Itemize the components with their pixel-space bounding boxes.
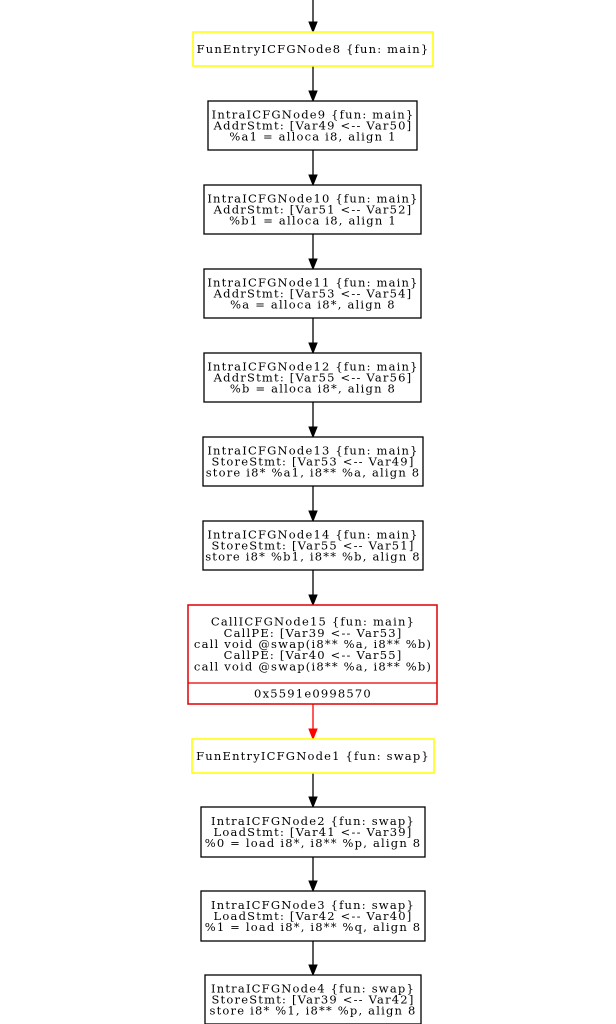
node-text-line: CallICFGNode15 {fun: main} bbox=[211, 615, 415, 629]
node-text-line: store i8* %1, i8** %p, align 8 bbox=[209, 1004, 416, 1018]
edge-9 bbox=[308, 773, 318, 809]
node-text-line: %1 = load i8*, i8** %q, align 8 bbox=[205, 920, 422, 934]
node-box bbox=[203, 268, 422, 319]
entry-node-8[interactable]: FunEntryICFGNode1 {fun: swap} bbox=[191, 738, 435, 774]
arrowhead-icon bbox=[308, 174, 318, 187]
node-text-line: store i8* %b1, i8** %b, align 8 bbox=[205, 550, 421, 564]
node-text-line: AddrStmt: [Var53 <-- Var54] bbox=[213, 287, 413, 301]
node-text-line: IntraICFGNode13 {fun: main} bbox=[207, 443, 418, 457]
node-box bbox=[203, 184, 422, 235]
call-node-7[interactable]: CallICFGNode15 {fun: main}CallPE: [Var39… bbox=[187, 604, 438, 705]
node-text-line: StoreStmt: [Var53 <-- Var49] bbox=[211, 455, 414, 469]
node-box bbox=[200, 806, 426, 858]
node-box bbox=[187, 604, 438, 705]
edge-2 bbox=[308, 150, 318, 187]
edge-4 bbox=[308, 318, 318, 355]
node-box bbox=[202, 520, 424, 571]
arrowhead-icon bbox=[308, 728, 318, 741]
node-text-line: StoreStmt: [Var39 <-- Var42] bbox=[211, 993, 414, 1007]
intra-node-11[interactable]: IntraICFGNode4 {fun: swap}StoreStmt: [Va… bbox=[204, 974, 422, 1024]
node-text-line: IntraICFGNode2 {fun: swap} bbox=[211, 814, 415, 828]
intra-node-3[interactable]: IntraICFGNode11 {fun: main}AddrStmt: [Va… bbox=[203, 268, 422, 319]
node-text-line: AddrStmt: [Var49 <-- Var50] bbox=[213, 119, 413, 133]
arrowhead-icon bbox=[308, 342, 318, 355]
node-text-line: CallPE: [Var39 <-- Var53] bbox=[224, 626, 403, 640]
arrowhead-icon bbox=[308, 964, 318, 977]
edge-11 bbox=[308, 941, 318, 977]
edge-3 bbox=[308, 234, 318, 271]
intra-node-6[interactable]: IntraICFGNode14 {fun: main}StoreStmt: [V… bbox=[202, 520, 424, 571]
node-text-line: %a = alloca i8*, align 8 bbox=[230, 298, 396, 312]
node-text-line: IntraICFGNode4 {fun: swap} bbox=[211, 981, 415, 995]
intra-node-4[interactable]: IntraICFGNode12 {fun: main}AddrStmt: [Va… bbox=[203, 352, 422, 403]
arrowhead-icon bbox=[308, 510, 318, 523]
node-text-line: AddrStmt: [Var55 <-- Var56] bbox=[213, 371, 413, 385]
node-box bbox=[203, 352, 422, 403]
edge-0 bbox=[308, 0, 318, 34]
arrowhead-icon bbox=[308, 90, 318, 103]
intra-node-1[interactable]: IntraICFGNode9 {fun: main}AddrStmt: [Var… bbox=[207, 100, 418, 151]
node-text-line: LoadStmt: [Var42 <-- Var40] bbox=[214, 909, 413, 923]
edge-10 bbox=[308, 857, 318, 893]
node-text-line: IntraICFGNode9 {fun: main} bbox=[212, 107, 415, 121]
intra-node-5[interactable]: IntraICFGNode13 {fun: main}StoreStmt: [V… bbox=[202, 436, 424, 487]
node-address-label: 0x5591e0998570 bbox=[254, 687, 372, 701]
node-box bbox=[191, 738, 435, 774]
arrowhead-icon bbox=[308, 426, 318, 439]
node-text-line: FunEntryICFGNode1 {fun: swap} bbox=[196, 749, 430, 763]
node-text-line: FunEntryICFGNode8 {fun: main} bbox=[197, 42, 430, 56]
node-text-line: AddrStmt: [Var51 <-- Var52] bbox=[213, 203, 413, 217]
node-box bbox=[204, 974, 422, 1024]
arrowhead-icon bbox=[308, 594, 318, 607]
node-text-line: %a1 = alloca i8, align 1 bbox=[229, 130, 396, 144]
arrowhead-icon bbox=[308, 21, 318, 34]
node-text-line: CallPE: [Var40 <-- Var55] bbox=[224, 648, 403, 662]
intra-node-10[interactable]: IntraICFGNode3 {fun: swap}LoadStmt: [Var… bbox=[200, 890, 426, 942]
edge-8 bbox=[308, 704, 318, 741]
node-text-line: IntraICFGNode12 {fun: main} bbox=[207, 359, 418, 373]
edge-6 bbox=[308, 486, 318, 523]
entry-node-0[interactable]: FunEntryICFGNode8 {fun: main} bbox=[192, 31, 434, 67]
arrowhead-icon bbox=[308, 880, 318, 893]
node-text-line: call void @swap(i8** %a, i8** %b) bbox=[194, 637, 432, 651]
node-text-line: IntraICFGNode3 {fun: swap} bbox=[211, 898, 415, 912]
node-text-line: LoadStmt: [Var41 <-- Var39] bbox=[214, 825, 413, 839]
node-box bbox=[192, 31, 434, 67]
node-text-line: %b = alloca i8*, align 8 bbox=[230, 382, 396, 396]
node-text-line: store i8* %a1, i8** %a, align 8 bbox=[206, 466, 421, 480]
node-text-line: %0 = load i8*, i8** %p, align 8 bbox=[205, 836, 422, 850]
node-text-line: call void @swap(i8** %a, i8** %b) bbox=[194, 659, 432, 673]
intra-node-9[interactable]: IntraICFGNode2 {fun: swap}LoadStmt: [Var… bbox=[200, 806, 426, 858]
node-box bbox=[200, 890, 426, 942]
node-text-line: %b1 = alloca i8, align 1 bbox=[229, 214, 397, 228]
arrowhead-icon bbox=[308, 796, 318, 809]
node-text-line: IntraICFGNode14 {fun: main} bbox=[207, 527, 418, 541]
node-text-line: StoreStmt: [Var55 <-- Var51] bbox=[211, 539, 414, 553]
node-text-line: IntraICFGNode10 {fun: main} bbox=[207, 191, 418, 205]
arrowhead-icon bbox=[308, 258, 318, 271]
edges-layer bbox=[308, 0, 318, 977]
node-text-line: IntraICFGNode11 {fun: main} bbox=[207, 275, 418, 289]
node-box bbox=[202, 436, 424, 487]
edge-5 bbox=[308, 402, 318, 439]
nodes-layer: FunEntryICFGNode8 {fun: main} IntraICFGNo… bbox=[187, 31, 438, 1024]
node-box bbox=[207, 100, 418, 151]
edge-7 bbox=[308, 570, 318, 607]
intra-node-2[interactable]: IntraICFGNode10 {fun: main}AddrStmt: [Va… bbox=[203, 184, 422, 235]
edge-1 bbox=[308, 66, 318, 103]
